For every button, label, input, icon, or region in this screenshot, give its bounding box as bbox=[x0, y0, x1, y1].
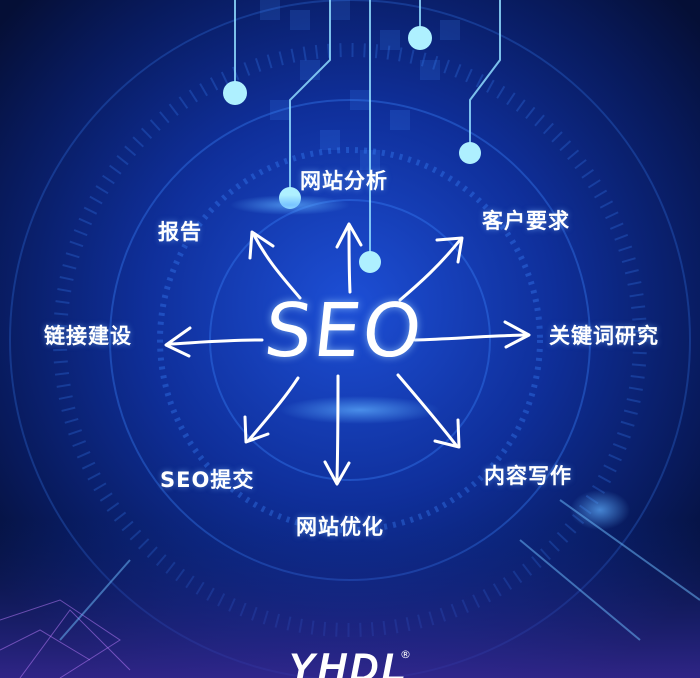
label-report: 报告 bbox=[158, 220, 202, 244]
registered-mark: ® bbox=[400, 648, 411, 661]
seo-center-word: SEO bbox=[260, 288, 428, 374]
label-site-optimization: 网站优化 bbox=[296, 515, 384, 539]
label-customer-requirements: 客户要求 bbox=[482, 209, 570, 233]
label-keyword-research: 关键词研究 bbox=[549, 324, 659, 348]
label-site-analysis: 网站分析 bbox=[300, 169, 388, 193]
brand-logo: YHDL bbox=[288, 646, 409, 678]
label-link-building: 链接建设 bbox=[44, 324, 132, 348]
label-content-writing: 内容写作 bbox=[484, 464, 572, 488]
label-seo-submission: SEO提交 bbox=[160, 468, 255, 492]
